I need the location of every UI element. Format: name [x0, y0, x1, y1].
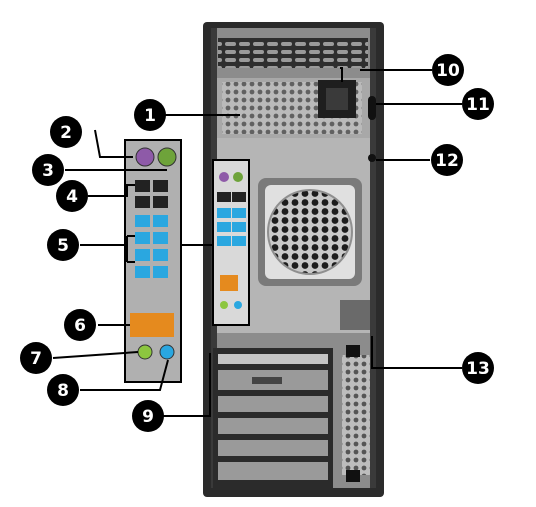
callout-6-label: 6 [74, 316, 86, 336]
power-supply [222, 80, 362, 134]
callout-9: 9 [132, 400, 164, 432]
callout-6: 6 [64, 309, 96, 341]
callout-13: 13 [462, 352, 494, 384]
callout-11: 11 [462, 88, 494, 120]
callout-9-label: 9 [142, 407, 154, 427]
callout-2: 2 [50, 116, 82, 148]
callout-12: 12 [431, 144, 463, 176]
callout-3: 3 [32, 154, 64, 186]
expansion-slots [213, 348, 333, 488]
rear-fan [258, 178, 362, 286]
top-vent [218, 38, 368, 68]
rear-io-panel [212, 159, 250, 326]
callout-2-label: 2 [60, 123, 72, 143]
callout-10: 10 [432, 54, 464, 86]
callout-5: 5 [47, 229, 79, 261]
callout-5-label: 5 [57, 236, 69, 256]
callout-11-label: 11 [466, 95, 490, 115]
side-vent [340, 96, 376, 482]
callout-8: 8 [47, 374, 79, 406]
callout-8-label: 8 [57, 381, 69, 401]
callout-1-label: 1 [144, 106, 156, 126]
callout-7: 7 [20, 342, 52, 374]
callout-10-label: 10 [436, 61, 460, 81]
callout-12-label: 12 [435, 151, 459, 171]
callout-4-label: 4 [66, 187, 78, 207]
callout-4: 4 [56, 180, 88, 212]
callout-13-label: 13 [466, 359, 490, 379]
callout-1: 1 [134, 99, 166, 131]
leader-lines [52, 67, 462, 417]
callout-3-label: 3 [42, 161, 54, 181]
callout-7-label: 7 [30, 349, 42, 369]
